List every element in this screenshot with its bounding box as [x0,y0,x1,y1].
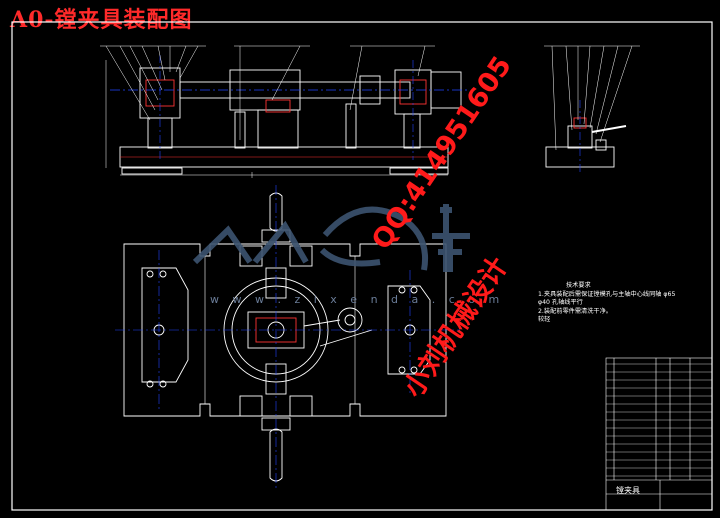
front-center-support [257,109,299,149]
sheet-border [11,21,713,511]
tech-req-line-4: 较轻 [538,316,551,323]
tech-req-line-2: φ40 孔轴线平行 [538,299,583,306]
title-block [605,357,713,511]
side-view [544,45,640,168]
plan-top-block-right [289,245,313,267]
plan-bottom-block-left [239,395,263,417]
title-block-name: 镗夹具 [616,486,640,495]
watermark-logo [192,204,470,272]
plan-swing-clamp [337,307,363,333]
plan-bottom-block-right [289,395,313,417]
technical-requirements: 技术要求 1.夹具装配后需保证镗模孔与主轴中心线同轴 φ65 φ40 孔轴线平行… [538,282,678,325]
front-boring-bar [179,81,411,99]
plan-bottom-handle [269,428,283,482]
bom-rows [606,363,712,477]
drawing-title: A0-镗夹具装配图 [10,7,193,33]
watermark-url: w w w . z i x e n d a . c o m [210,293,505,306]
plan-right-clamp [387,285,431,375]
tech-req-line-3: 2.装配前零件需清洗干净。 [538,307,612,315]
tech-req-line-1: 1.夹具装配后需保证镗模孔与主轴中心线同轴 φ65 [538,290,676,298]
tech-req-heading: 技术要求 [566,282,591,289]
plan-base-plate [123,243,447,417]
front-leaders [100,45,435,140]
plan-left-clamp [141,267,189,383]
